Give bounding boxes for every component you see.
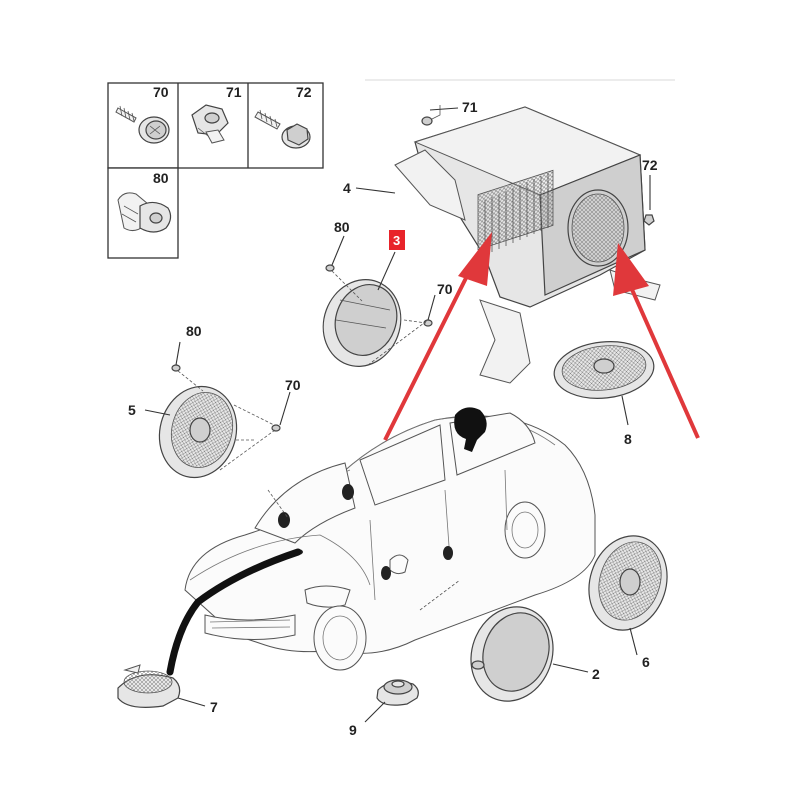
label-80-rear-clip: 80 [186,323,202,339]
label-9-small-speaker: 9 [349,722,357,738]
label-2-front-speaker: 2 [592,666,600,682]
small-speaker-9 [376,679,419,706]
flange-bolt-icon [254,109,311,149]
highlight-arrows [383,232,700,441]
label-71-subwoofer: 71 [462,99,478,115]
tweeter-connector-line [166,548,302,676]
screw-with-washer-icon [115,105,170,144]
label-6-front-grille: 6 [642,654,650,670]
front-speaker-2 [470,606,554,702]
nut-icon [191,104,229,144]
highlight-badge [389,230,405,250]
label-7-tweeter: 7 [210,699,218,715]
rear-speaker-5 [158,364,281,479]
label-8-rear-grille: 8 [624,431,632,447]
legend-label-bolt: 72 [296,84,312,100]
label-70-rear-screw: 70 [285,377,301,393]
legend-label-clip: 80 [153,170,169,186]
label-4-subwoofer: 4 [343,180,351,196]
label-3-highlighted: 3 [393,233,400,248]
legend-label-nut: 71 [226,84,242,100]
subwoofer-assembly [365,79,675,384]
label-72-subwoofer: 72 [642,157,658,173]
label-70-door-screw: 70 [437,281,453,297]
tweeter-7 [117,664,181,708]
clip-icon [117,192,172,233]
fastener-legend-box: 70 71 72 80 [107,82,324,259]
rear-grille-8 [553,341,655,399]
label-80-door-clip: 80 [334,219,350,235]
leader-lines [144,107,651,723]
legend-label-screw: 70 [153,84,169,100]
callout-labels: 71 72 4 3 80 70 80 70 5 8 7 9 2 6 [128,99,658,738]
car-body [184,407,596,671]
label-5-rear-speaker: 5 [128,402,136,418]
front-grille-6 [588,535,668,631]
door-speaker-3 [322,264,433,367]
